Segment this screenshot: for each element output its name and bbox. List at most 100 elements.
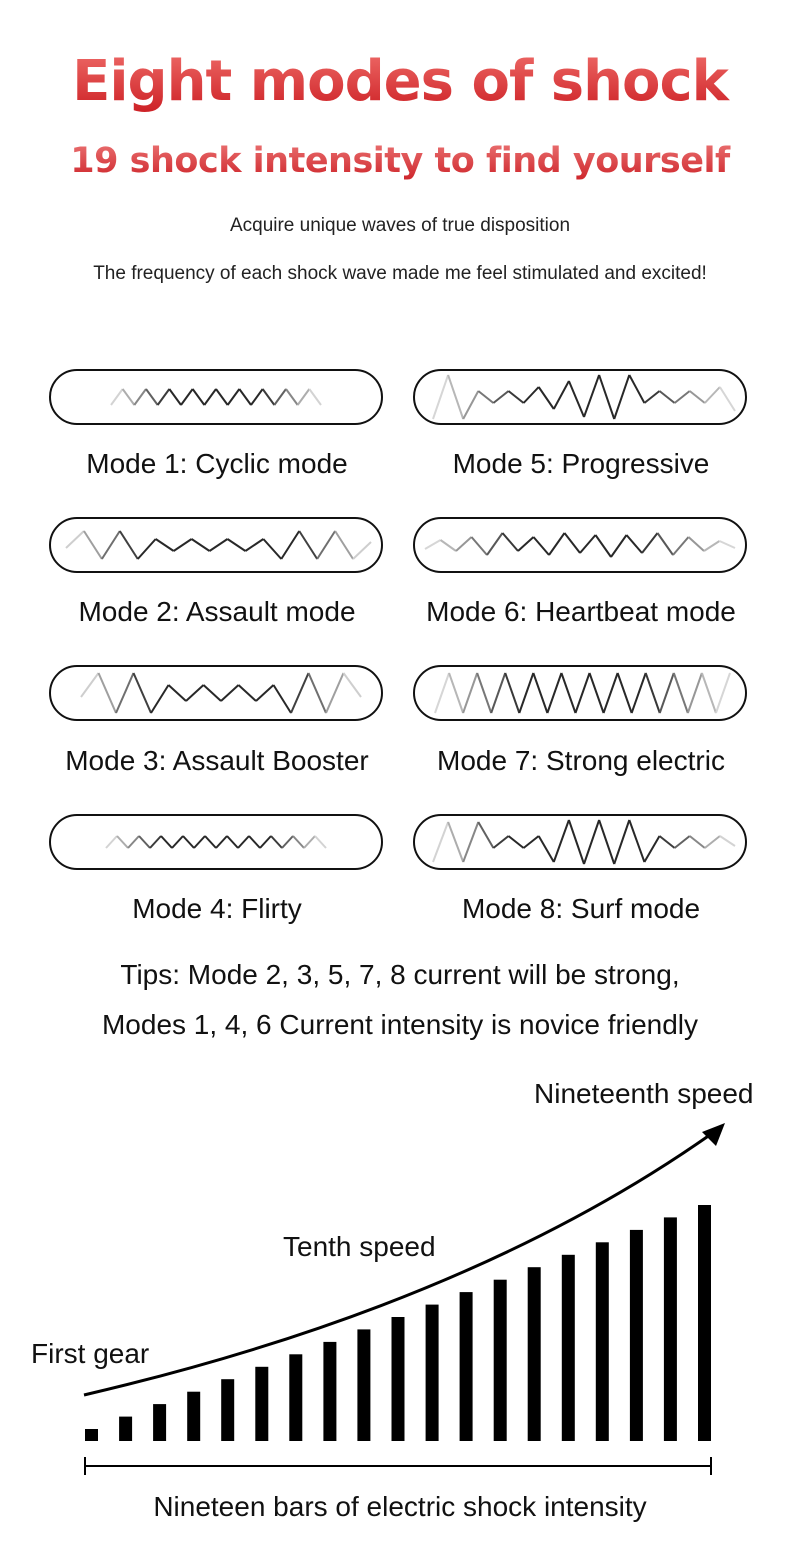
wave-segment: [270, 835, 283, 849]
wave-segment: [439, 539, 457, 552]
wave-segment: [598, 374, 616, 420]
strong-electric-wave-icon: [434, 672, 731, 714]
wave-segment: [101, 530, 121, 560]
mode-5-wave-pill: [413, 369, 747, 425]
wave-segment: [447, 374, 465, 420]
wave-segment: [552, 819, 570, 863]
wave-segment: [156, 388, 171, 406]
assault-booster-wave-icon: [80, 672, 362, 714]
wave-segment: [673, 835, 691, 849]
wave-segment: [522, 386, 540, 404]
wave-segment: [628, 819, 646, 863]
wave-segment: [215, 835, 228, 849]
mode-7-wave-pill: [413, 665, 747, 721]
wave-segment: [719, 835, 736, 847]
wave-segment: [477, 390, 495, 404]
wave-segment: [689, 835, 706, 849]
wave-segment: [273, 388, 287, 406]
wave-segment: [342, 672, 362, 698]
wave-segment: [507, 390, 525, 404]
mode-8-wave-pill: [413, 814, 747, 870]
wave-segment: [574, 672, 591, 714]
wave-segment: [316, 530, 336, 560]
wave-segment: [616, 672, 633, 714]
wave-segment: [127, 835, 140, 849]
tips-line-2: Modes 1, 4, 6 Current intensity is novic…: [101, 1009, 699, 1040]
mode-3-wave-pill: [49, 665, 383, 721]
wave-segment: [193, 835, 206, 849]
wave-segment: [504, 672, 521, 714]
wave-segment: [204, 835, 217, 849]
wave-segment: [160, 835, 173, 849]
arrow-head-icon: [702, 1123, 725, 1146]
wave-segment: [583, 374, 601, 418]
wave-segment: [237, 835, 250, 849]
wave-segment: [314, 835, 327, 849]
wave-segment: [110, 388, 124, 406]
wave-segment: [150, 684, 170, 714]
wave-segment: [133, 388, 147, 406]
wave-segment: [138, 835, 151, 849]
wave-segment: [673, 390, 691, 404]
wave-segment: [567, 819, 585, 865]
wave-segment: [121, 388, 136, 406]
intensity-bar-14: [527, 1267, 541, 1441]
wave-segment: [672, 672, 689, 714]
wave-segment: [105, 835, 118, 849]
mode-2-label: Mode 2: Assault mode: [78, 596, 356, 627]
tenth-speed-label: Tenth speed: [283, 1231, 436, 1262]
intensity-bars-graphic: [83, 1123, 725, 1475]
wave-segment: [548, 532, 566, 556]
wave-segment: [448, 672, 465, 714]
wave-segment: [226, 538, 246, 552]
page-title: Eight modes of shock: [0, 42, 800, 122]
mode-6-wave-pill: [413, 517, 747, 573]
cyclic-wave-icon: [110, 388, 322, 406]
wave-segment: [537, 835, 555, 863]
wave-segment: [432, 374, 450, 420]
wave-segment: [281, 835, 294, 849]
wave-segment: [80, 672, 100, 698]
wave-segment: [149, 835, 162, 849]
wave-segment: [507, 835, 525, 849]
mode-5-label: Mode 5: Progressive: [452, 448, 710, 479]
wave-segment: [686, 672, 703, 714]
wave-segment: [173, 538, 193, 552]
wave-segment: [202, 684, 222, 702]
intensity-bar-16: [595, 1242, 609, 1441]
mode-7-label: Mode 7: Strong electric: [437, 745, 725, 776]
wave-segment: [470, 536, 488, 556]
intensity-bar-19: [698, 1205, 711, 1441]
nineteenth-speed-label: Nineteenth speed: [534, 1078, 754, 1109]
wave-segment: [185, 684, 205, 702]
wave-segment: [641, 532, 659, 554]
wave-segment: [602, 672, 619, 714]
wave-segment: [116, 835, 129, 849]
intensity-bar-7: [289, 1354, 303, 1441]
wave-segment: [208, 538, 229, 552]
intensity-bar-13: [493, 1279, 507, 1441]
wave-segment: [248, 835, 261, 849]
wave-segment: [643, 835, 661, 863]
wave-segment: [182, 835, 195, 849]
wave-segment: [132, 672, 152, 714]
wave-segment: [261, 388, 276, 406]
wave-segment: [583, 819, 601, 865]
wave-segment: [180, 388, 194, 406]
intensity-bar-3: [153, 1404, 167, 1441]
wave-segment: [715, 672, 731, 714]
intensity-curve-arrow: [83, 1130, 715, 1397]
assault-wave-icon: [65, 530, 372, 560]
wave-segment: [455, 536, 473, 552]
wave-segment: [215, 388, 229, 406]
wave-segment: [168, 388, 182, 406]
mode-1-label: Mode 1: Cyclic mode: [86, 448, 348, 479]
wave-segment: [145, 388, 159, 406]
wave-segment: [155, 538, 175, 552]
wave-segment: [563, 532, 581, 554]
wave-segment: [462, 672, 479, 714]
wave-segment: [704, 835, 721, 849]
wave-segment: [546, 672, 563, 714]
wave-segment: [689, 390, 706, 404]
wave-segment: [700, 672, 717, 714]
